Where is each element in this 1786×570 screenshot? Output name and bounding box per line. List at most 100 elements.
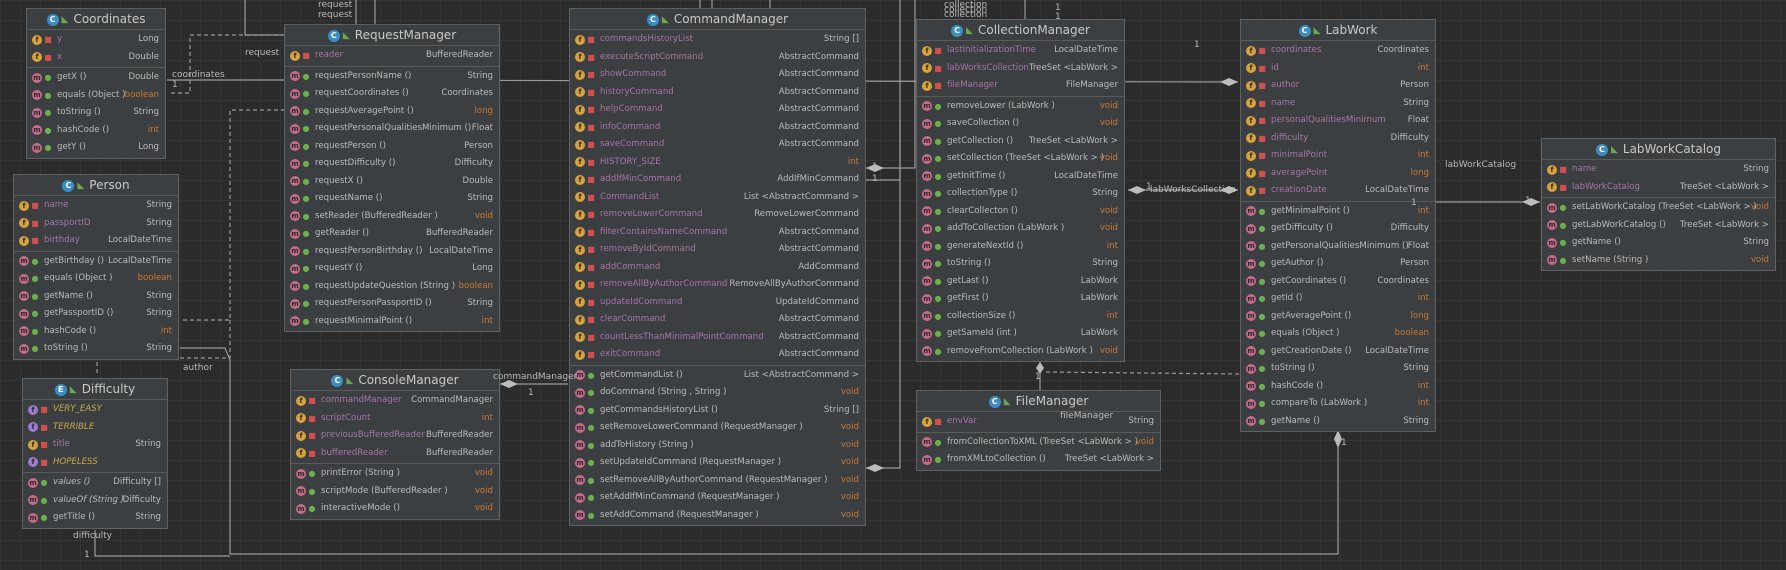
method-row[interactable]: m●getFirst ()LabWork [917, 290, 1124, 308]
method-row[interactable]: m●getTitle ()String [23, 509, 167, 527]
method-row[interactable]: m●doCommand (String , String )void [570, 384, 865, 402]
method-row[interactable]: m●getId ()int [1241, 290, 1435, 308]
method-row[interactable]: m●setAddCommand (RequestManager )void [570, 507, 865, 525]
method-row[interactable]: m●toString ()String [27, 104, 165, 122]
field-row[interactable]: f■HOPELESS [23, 454, 167, 472]
method-row[interactable]: m●requestY ()Long [285, 260, 499, 278]
method-row[interactable]: m●setUpdateIdCommand (RequestManager )vo… [570, 454, 865, 472]
field-row[interactable]: f■VERY_EASY [23, 401, 167, 419]
method-row[interactable]: m●equals (Object )boolean [27, 87, 165, 105]
method-row[interactable]: m●scriptMode (BufferedReader )void [291, 483, 499, 501]
method-row[interactable]: m●requestCoordinates ()Coordinates [285, 85, 499, 103]
field-row[interactable]: f■TERRIBLE [23, 419, 167, 437]
method-row[interactable]: m●removeFromCollection (LabWork )void [917, 343, 1124, 361]
method-row[interactable]: m●requestName ()String [285, 190, 499, 208]
method-row[interactable]: m●getPersonalQualitiesMinimum ()Float [1241, 238, 1435, 256]
method-row[interactable]: m●requestPersonalQualitiesMinimum ()Floa… [285, 120, 499, 138]
method-row[interactable]: m●getCollection ()TreeSet <LabWork > [917, 133, 1124, 151]
method-row[interactable]: m●values ()Difficulty [] [23, 474, 167, 492]
method-row[interactable]: m●setReader (BufferedReader )void [285, 208, 499, 226]
method-row[interactable]: m●setAddIfMinCommand (RequestManager )vo… [570, 489, 865, 507]
method-row[interactable]: m●setRemoveAllByAuthorCommand (RequestMa… [570, 472, 865, 490]
method-row[interactable]: m●generateNextId ()int [917, 238, 1124, 256]
method-row[interactable]: m●toString ()String [1241, 360, 1435, 378]
method-row[interactable]: m●getDifficulty ()Difficulty [1241, 220, 1435, 238]
method-row[interactable]: m●hashCode ()int [14, 323, 178, 341]
method-row[interactable]: m●getLast ()LabWork [917, 273, 1124, 291]
method-row[interactable]: m●setCollection (TreeSet <LabWork > )voi… [917, 150, 1124, 168]
method-row[interactable]: m●getAveragePoint ()long [1241, 308, 1435, 326]
method-row[interactable]: m●clearCollecton ()void [917, 203, 1124, 221]
method-row[interactable]: m●toString ()String [14, 340, 178, 358]
method-row[interactable]: m●setName (String )void [1542, 252, 1775, 270]
method-row[interactable]: m●requestAveragePoint ()long [285, 103, 499, 121]
method-row[interactable]: m●getLabWorkCatalog ()TreeSet <LabWork > [1542, 217, 1775, 235]
method-row[interactable]: m●toString ()String [917, 255, 1124, 273]
method-row[interactable]: m●getName ()String [1542, 234, 1775, 252]
method-row[interactable]: m●getReader ()BufferedReader [285, 225, 499, 243]
method-row[interactable]: m●valueOf (String )Difficulty [23, 492, 167, 510]
method-row[interactable]: m●getPassportID ()String [14, 305, 178, 323]
method-row[interactable]: m●addToCollection (LabWork )void [917, 220, 1124, 238]
method-row[interactable]: m●getY ()Long [27, 139, 165, 157]
method-row[interactable]: m●printError (String )void [291, 465, 499, 483]
method-row[interactable]: m●requestPerson ()Person [285, 138, 499, 156]
method-row[interactable]: m●requestDifficulty ()Difficulty [285, 155, 499, 173]
method-row[interactable]: m●fromCollectionToXML (TreeSet <LabWork … [917, 434, 1160, 452]
method-row[interactable]: m●requestMinimalPoint ()int [285, 313, 499, 331]
method-row[interactable]: m●getCommandsHistoryList ()String [] [570, 402, 865, 420]
method-row[interactable]: m●getCreationDate ()LocalDateTime [1241, 343, 1435, 361]
method-row[interactable]: m●requestUpdateQuestion (String )boolean [285, 278, 499, 296]
method-row[interactable]: m●interactiveMode ()void [291, 500, 499, 518]
method-row[interactable]: m●getCoordinates ()Coordinates [1241, 273, 1435, 291]
method-row[interactable]: m●getBirthday ()LocalDateTime [14, 253, 178, 271]
method-row[interactable]: m●setLabWorkCatalog (TreeSet <LabWork > … [1542, 199, 1775, 217]
method-row[interactable]: m●requestPersonBirthday ()LocalDateTime [285, 243, 499, 261]
method-row[interactable]: m●requestPersonName ()String [285, 68, 499, 86]
method-row[interactable]: m●getX ()Double [27, 69, 165, 87]
method-row[interactable]: m●getCommandList ()List <AbstractCommand… [570, 367, 865, 385]
method-row[interactable]: m●hashCode ()int [1241, 378, 1435, 396]
